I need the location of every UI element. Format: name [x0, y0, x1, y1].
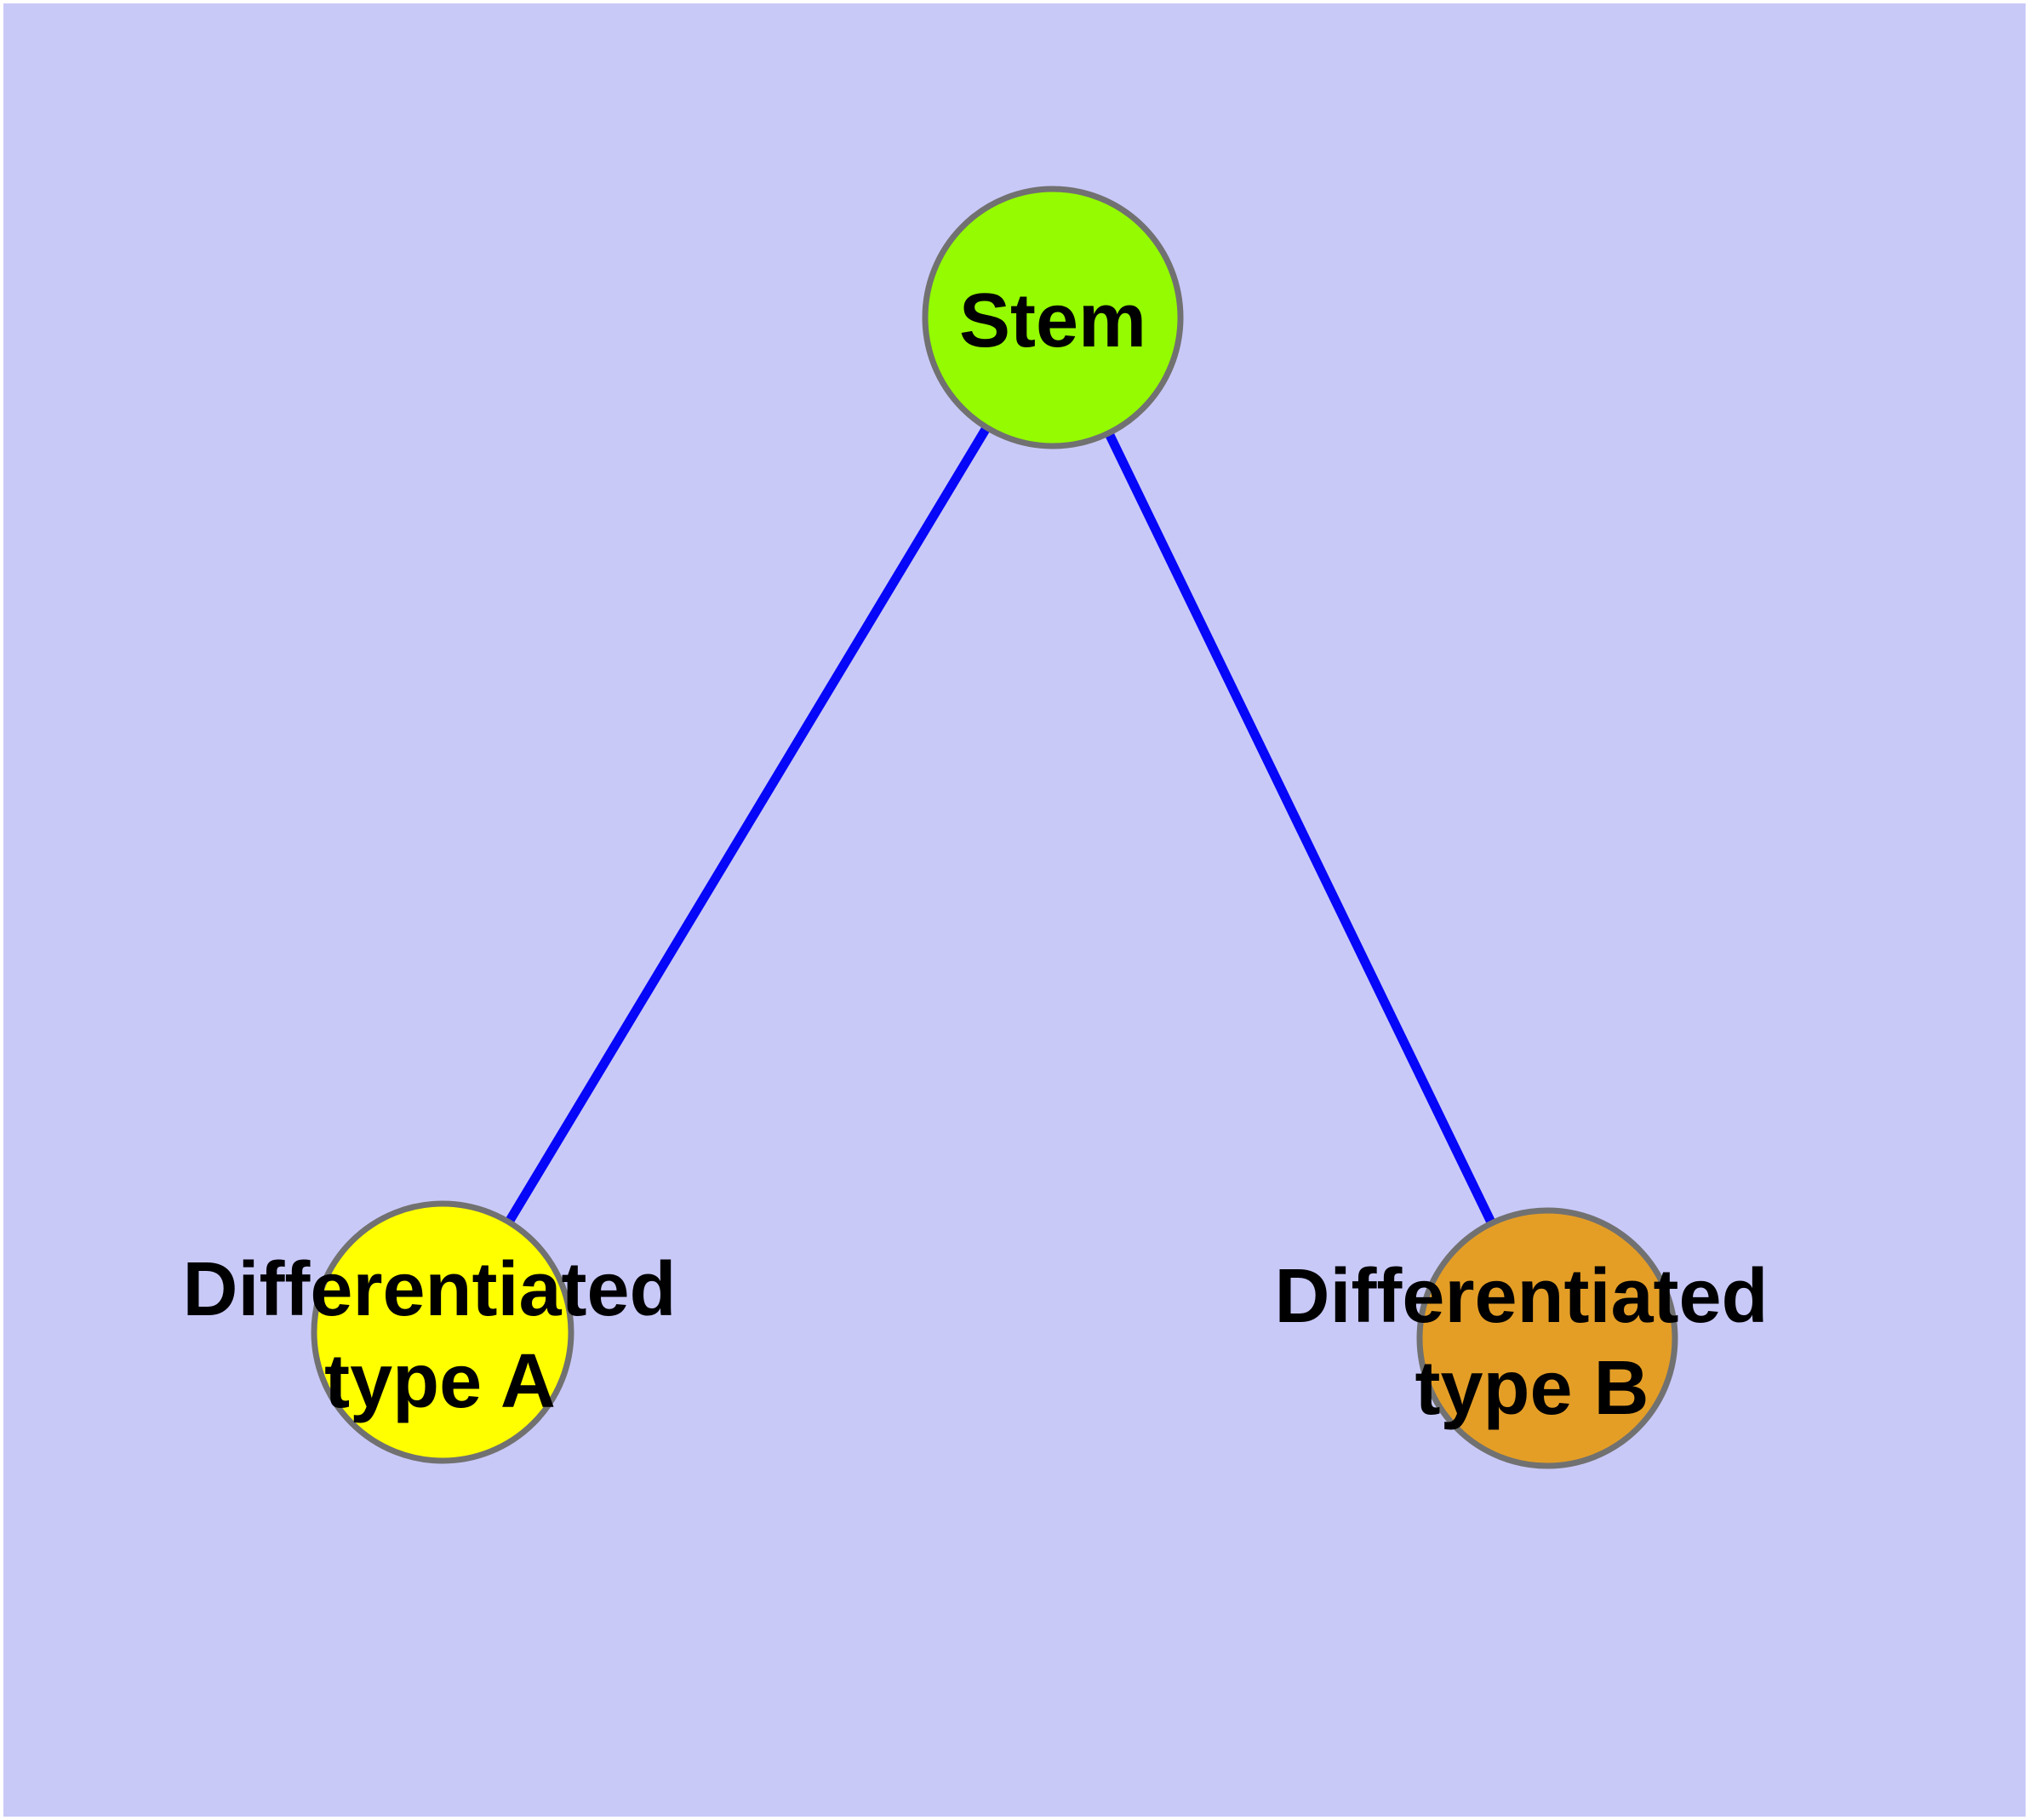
edge-stem-to-type-b — [1049, 315, 1552, 1341]
node-type-b-label-line1: Differentiated — [1274, 1254, 1768, 1339]
node-type-b-label: Differentiated type B — [1274, 1254, 1789, 1431]
node-stem-label: Stem — [959, 278, 1146, 363]
node-type-b-label-line2: type B — [1415, 1346, 1649, 1431]
node-stem-shape — [922, 186, 1184, 449]
node-type-a-label: Differentiated type A — [182, 1247, 697, 1424]
node-type-b-shape — [1416, 1207, 1678, 1469]
node-type-a-label-line1: Differentiated — [182, 1247, 676, 1332]
node-type-a-label-line2: type A — [324, 1339, 556, 1424]
node-type-a-shape — [311, 1200, 574, 1464]
edge-stem-to-type-a — [438, 315, 1057, 1335]
